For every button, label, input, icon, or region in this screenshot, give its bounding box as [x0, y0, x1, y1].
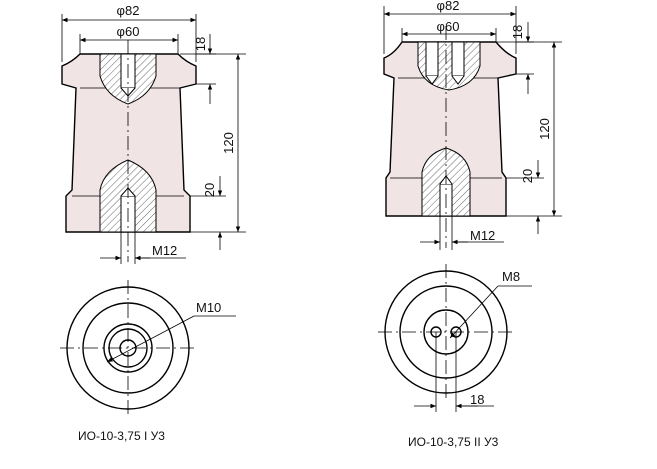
left-dim-top-height: 18: [193, 37, 208, 51]
right-dim-total-height: 120: [537, 118, 552, 140]
right-dim-outer-diameter: φ82: [437, 0, 460, 13]
right-dim-hole-spacing: 18: [470, 392, 484, 407]
left-dim-inner-diameter: φ60: [117, 24, 140, 39]
left-insulator-plan: M10: [60, 280, 236, 416]
right-top-hole-b: [451, 41, 465, 77]
right-dim-top-height: 18: [510, 25, 525, 39]
right-insulator-elevation: φ82 φ60 18 120 20 M12: [383, 0, 562, 250]
left-insulator-elevation: φ82 φ60 18 120 20 M12: [61, 3, 246, 264]
right-top-hole-a: [425, 41, 439, 77]
right-insulator-plan: M8 18: [378, 264, 532, 412]
left-dim-plan-thread: M10: [196, 300, 221, 315]
left-plan-leader: [106, 315, 195, 363]
left-dim-bottom-height: 20: [202, 183, 217, 197]
right-dim-bottom-height: 20: [520, 169, 535, 183]
right-dim-bottom-thread: M12: [470, 228, 495, 243]
left-dim-total-height: 120: [221, 132, 236, 154]
left-dim-outer-diameter: φ82: [117, 3, 140, 18]
left-caption: ИО-10-3,75 I У3: [78, 429, 165, 443]
right-caption: ИО-10-3,75 II У3: [408, 435, 499, 449]
right-dim-plan-thread: M8: [502, 269, 520, 284]
left-dim-bottom-thread: M12: [152, 243, 177, 258]
right-dim-inner-diameter: φ60: [437, 19, 460, 34]
